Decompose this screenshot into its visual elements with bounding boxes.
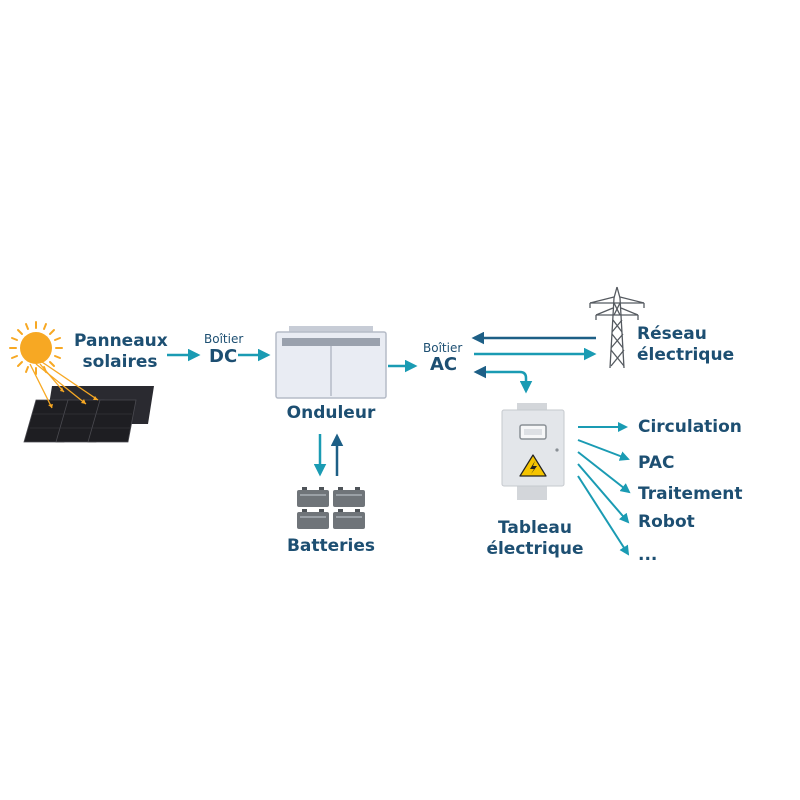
- label-batteries: Batteries: [286, 536, 376, 556]
- label-reseau: Réseau: [637, 324, 707, 344]
- arrow-to-robot: [577, 463, 630, 524]
- arrow-to-traitement: [577, 451, 631, 494]
- solar-panel-icon: [23, 386, 154, 443]
- label-boitier-dc: DC: [209, 346, 238, 367]
- sun-icon: [9, 321, 63, 375]
- label-tableau-electrique: Tableau électrique: [480, 518, 590, 560]
- output-traitement: Traitement: [638, 484, 743, 504]
- battery-icon: [297, 487, 365, 529]
- high-voltage-warning-icon: [519, 454, 547, 477]
- label-tableau: Tableau: [498, 518, 572, 538]
- label-boitier-dc-small: Boîtier: [204, 332, 244, 346]
- label-panneaux: Panneaux: [74, 331, 168, 351]
- output-pac: PAC: [638, 453, 675, 473]
- pylon-icon: [589, 286, 645, 369]
- output-other: ...: [638, 545, 658, 565]
- sun-rays: [29, 361, 99, 409]
- inverter-icon: [275, 326, 387, 399]
- output-robot: Robot: [638, 512, 695, 532]
- label-tableau-electrique-2: électrique: [486, 539, 584, 559]
- label-onduleur: Onduleur: [286, 403, 376, 423]
- label-reseau-electrique: Réseau électrique: [637, 324, 734, 366]
- label-boitier-ac-small: Boîtier: [423, 341, 463, 355]
- label-boitier-ac: AC: [430, 354, 458, 375]
- electrical-cabinet-icon: [501, 403, 565, 500]
- output-circulation: Circulation: [638, 417, 742, 437]
- arrow-to-pac: [577, 439, 630, 461]
- label-panneaux-solaires: Panneaux solaires: [74, 331, 168, 373]
- label-solaires: solaires: [82, 352, 158, 372]
- arrow-ac-to-panel: [473, 365, 533, 394]
- label-electrique: électrique: [637, 345, 735, 365]
- arrow-to-other: [577, 475, 630, 556]
